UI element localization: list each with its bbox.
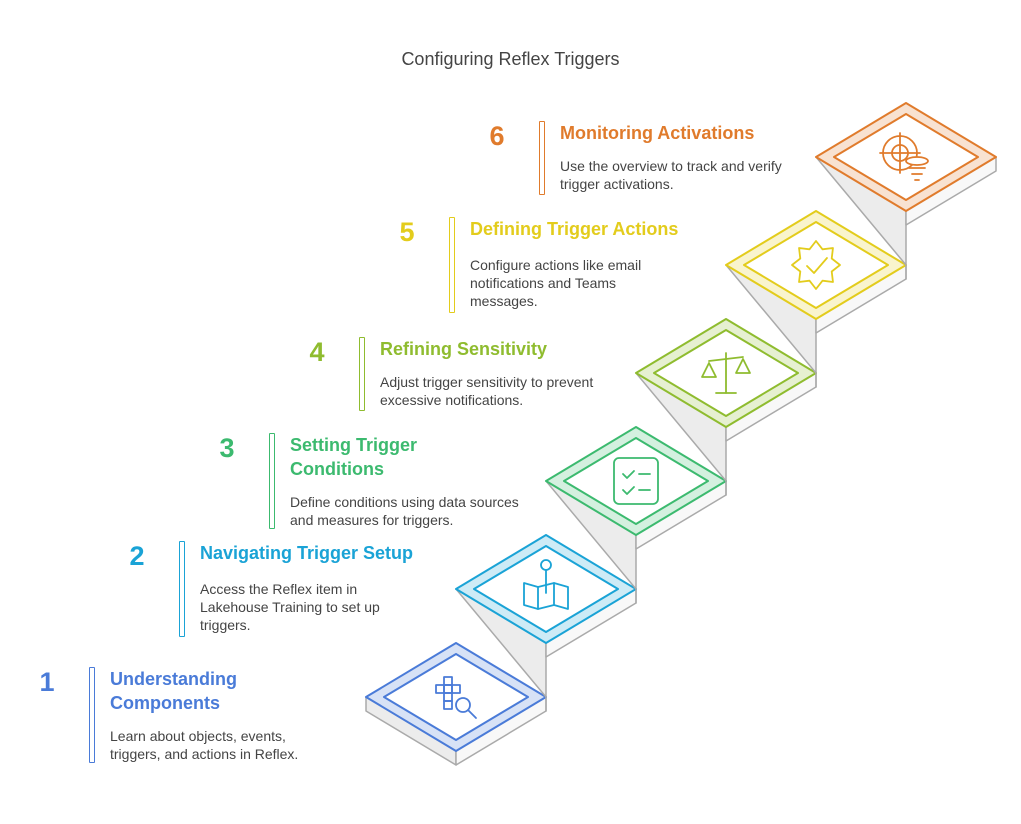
step-description: Define conditions using data sources and… — [290, 494, 519, 528]
step-icons — [435, 132, 929, 719]
step-divider — [89, 667, 95, 763]
step-description: Use the overview to track and verify tri… — [560, 158, 782, 192]
step-divider — [359, 337, 365, 411]
staircase-blocks — [365, 102, 997, 766]
block-inner-face — [743, 221, 889, 309]
step-number: 2 — [129, 541, 145, 571]
radar-tornado-icon — [879, 132, 929, 181]
step-block-3 — [545, 426, 727, 604]
checklist-icon — [613, 457, 659, 505]
step-divider — [179, 541, 185, 637]
gear-check-icon — [791, 240, 841, 290]
step-title: Setting Trigger Conditions — [290, 435, 418, 479]
step-number: 5 — [399, 217, 415, 247]
step-divider — [539, 121, 545, 195]
step-divider — [449, 217, 455, 313]
step-number: 1 — [39, 667, 55, 697]
block-inner-face — [383, 653, 529, 741]
map-pin-icon — [523, 559, 569, 610]
step-title: Monitoring Activations — [560, 123, 755, 143]
step-description: Adjust trigger sensitivity to prevent ex… — [380, 374, 594, 408]
step-description: Learn about objects, events, triggers, a… — [110, 728, 299, 762]
step-title: Defining Trigger Actions — [470, 219, 679, 239]
step-title: Refining Sensitivity — [380, 339, 548, 359]
step-title: Understanding Components — [110, 669, 238, 713]
block-inner-face — [563, 437, 709, 525]
diagram-title: Configuring Reflex Triggers — [401, 49, 620, 69]
step-block-5 — [725, 210, 907, 388]
step-description: Configure actions like email notificatio… — [470, 257, 642, 309]
step-number: 3 — [219, 433, 235, 463]
step-title: Navigating Trigger Setup — [200, 543, 414, 563]
puzzle-search-icon — [435, 676, 477, 719]
step-description: Access the Reflex item in Lakehouse Trai… — [200, 581, 380, 633]
step-divider — [269, 433, 275, 529]
balance-scale-icon — [701, 352, 751, 394]
step-number: 6 — [489, 121, 505, 151]
step-number: 4 — [309, 337, 325, 367]
